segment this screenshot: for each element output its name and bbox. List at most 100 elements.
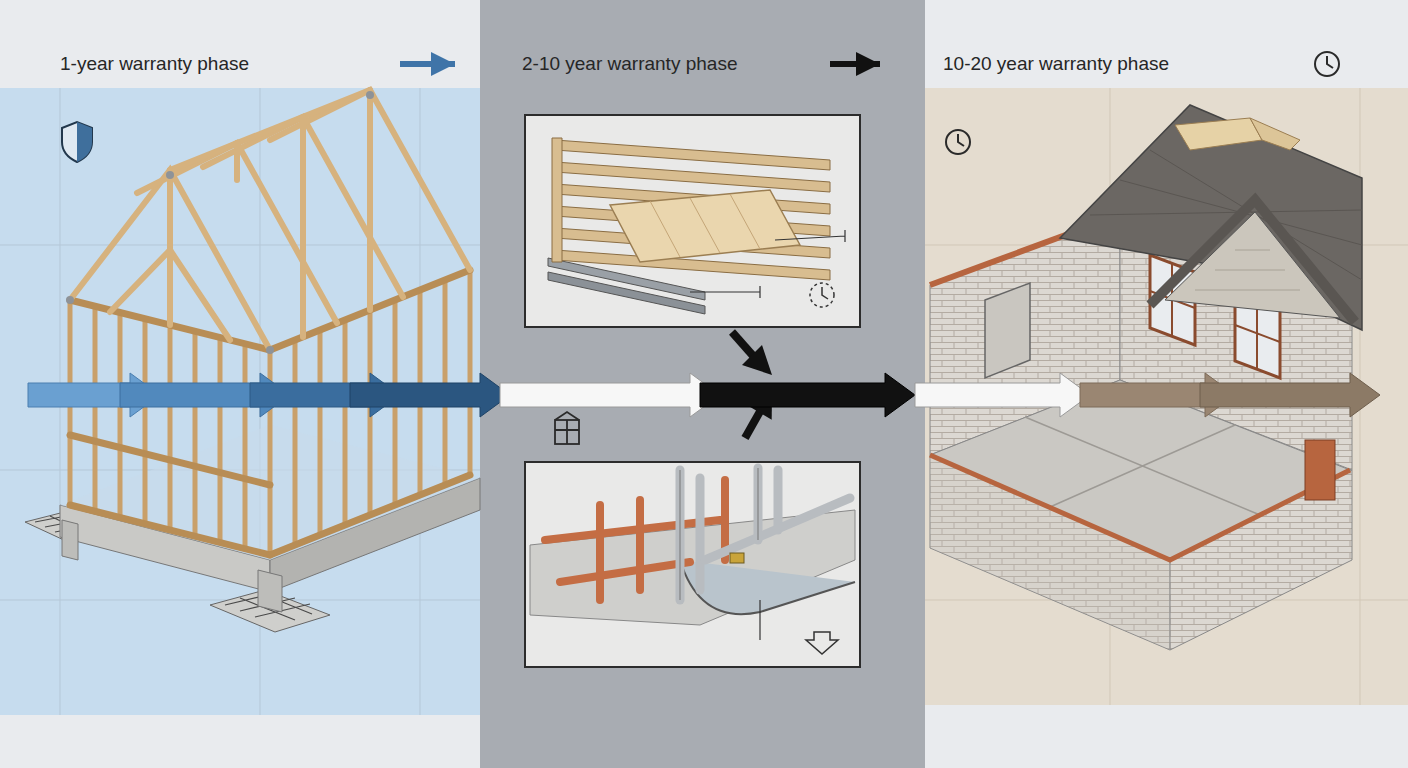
finished-house <box>1175 118 1262 150</box>
clock-icon <box>958 134 964 146</box>
plumbing-inset <box>680 470 681 600</box>
framed-house <box>25 90 480 632</box>
plumbing-inset <box>759 600 760 640</box>
phase-heading: 2-10 year warranty phase <box>455 48 830 80</box>
framed-house <box>258 570 282 612</box>
finished-house <box>1195 250 1300 290</box>
diagonal-arrow <box>732 332 755 358</box>
grid-line <box>0 88 1408 715</box>
plumbing-inset <box>525 462 860 667</box>
plumbing-inset <box>676 470 685 600</box>
framed-house <box>468 270 473 475</box>
shield-icon <box>62 122 92 162</box>
floor-joist-inset <box>552 138 830 280</box>
finished-house <box>985 283 1030 378</box>
framed-house <box>270 475 470 555</box>
shield-icon <box>62 122 92 162</box>
phase-title: 10-20 year warranty phase <box>943 52 1252 76</box>
window-icon <box>555 412 579 444</box>
finished-house <box>930 105 1362 650</box>
plumbing-inset <box>680 560 855 614</box>
plumbing-inset <box>696 478 705 590</box>
floor-joist-inset <box>525 115 860 327</box>
progress-arrow-chain <box>500 373 720 417</box>
clock-icon <box>946 130 970 154</box>
grid-line <box>0 245 480 246</box>
framed-house <box>143 319 148 524</box>
background-panels <box>480 0 925 768</box>
framed-house <box>170 90 370 170</box>
framed-house <box>266 346 274 354</box>
plumbing-inset <box>705 498 850 560</box>
finished-house <box>1060 105 1362 330</box>
framed-house <box>193 331 198 536</box>
plumbing-inset <box>754 468 763 540</box>
finished-house <box>930 455 1350 560</box>
plumbing-inset <box>636 500 644 590</box>
framed-house <box>366 91 374 99</box>
floor-joist-inset <box>810 283 834 307</box>
plumbing-inset <box>680 468 758 600</box>
framed-house <box>168 325 173 530</box>
floor-joist-inset <box>822 287 828 299</box>
plumbing-inset <box>530 510 855 625</box>
framed-house <box>300 117 306 337</box>
shield-icon <box>77 122 92 162</box>
framed-house <box>66 296 74 304</box>
floor-joist-inset <box>810 283 834 307</box>
plumbing-inset <box>596 505 604 600</box>
plumbing-inset <box>730 553 744 563</box>
framed-house <box>218 337 223 542</box>
diagonal-arrow <box>742 345 772 375</box>
framed-house <box>234 143 240 180</box>
floor-joist-inset <box>548 272 705 314</box>
progress-arrow-chain <box>350 373 510 417</box>
phase-arrow <box>830 61 880 67</box>
plumbing-inset <box>525 462 860 667</box>
plumbing-inset <box>774 470 783 530</box>
framed-house <box>343 320 348 525</box>
phase-title: 1-year warranty phase <box>60 52 392 76</box>
framed-house <box>66 91 374 354</box>
floor-joist-inset <box>610 190 800 262</box>
progress-arrow-chain <box>700 373 915 417</box>
plumbing-inset <box>680 468 850 600</box>
window-icon <box>555 412 579 444</box>
progress-arrow-chain <box>915 373 1090 417</box>
plumbing-inset <box>806 632 838 654</box>
phase-heading: 10-20 year warranty phase <box>880 48 1260 80</box>
framed-house <box>62 520 78 560</box>
framed-house <box>243 344 248 549</box>
finished-house <box>1305 440 1335 500</box>
phase-arrow <box>400 61 455 67</box>
framed-house <box>166 171 174 179</box>
clock-icon <box>1315 52 1339 76</box>
plumbing-inset <box>560 562 690 582</box>
finished-house <box>1150 200 1355 322</box>
framed-house <box>118 312 123 517</box>
finished-house <box>1025 417 1260 515</box>
floor-joist-inset <box>650 194 760 257</box>
framed-house <box>318 330 323 535</box>
phase-heading: 1-year warranty phase <box>40 48 400 80</box>
progress-arrow-chain <box>1200 373 1380 417</box>
plumbing-inset <box>758 468 759 540</box>
framed-house <box>93 306 98 511</box>
framed-house <box>70 435 270 485</box>
floor-joist-inset <box>552 138 562 262</box>
floor-joist-inset <box>690 230 845 298</box>
framed-house <box>293 340 298 545</box>
finished-house <box>1250 118 1300 150</box>
framed-house <box>367 90 373 310</box>
framed-house <box>70 170 270 350</box>
clock-icon <box>1327 56 1333 68</box>
framed-house <box>110 250 170 312</box>
plumbing-inset <box>545 520 720 540</box>
floor-joist-inset <box>525 115 860 327</box>
framed-house <box>70 505 270 555</box>
